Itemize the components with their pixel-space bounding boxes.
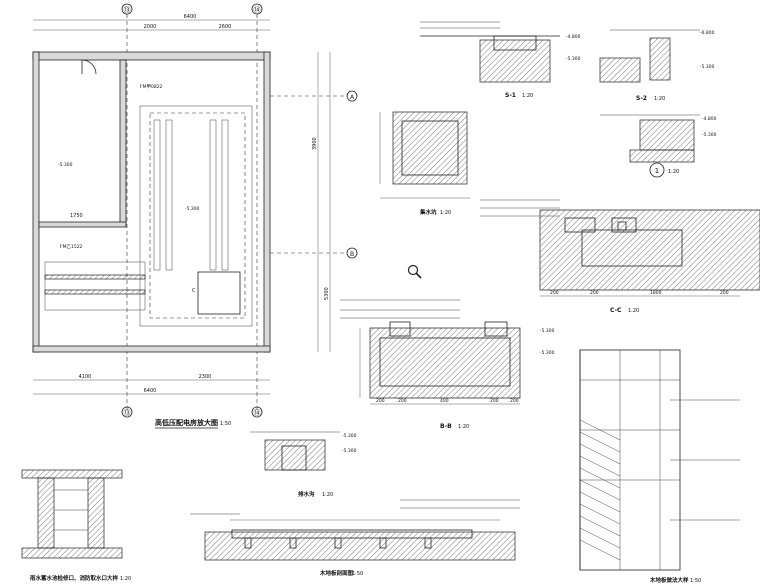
elev-label-1: -5.300 — [58, 162, 73, 168]
door-swing — [81, 59, 97, 75]
s1-label: S-1 — [505, 92, 516, 99]
cc-label: C-C — [610, 307, 622, 314]
dim-bottom-total: 6400 — [144, 388, 157, 394]
s2-scale: 1:20 — [654, 96, 665, 102]
elev-h: -5.300 — [540, 350, 555, 356]
room-label-1: FM甲0822 — [140, 84, 163, 90]
dim-top-b: 2600 — [219, 24, 232, 30]
svg-text:B: B — [350, 251, 354, 258]
section-bb: 200 200 400 200 200 -5.300 -5.300 B-B 1:… — [340, 299, 555, 430]
svg-text:-5.300: -5.300 — [342, 433, 357, 439]
dim-bottom-b: 2300 — [199, 374, 212, 380]
cc-dim-3: 1800 — [650, 290, 662, 296]
svg-text:1: 1 — [655, 167, 659, 175]
wall-west — [32, 51, 40, 353]
equipment-zone — [149, 112, 246, 319]
dim-total-top: 6400 — [184, 14, 197, 20]
note-c: C — [192, 288, 196, 294]
room-label-2: FM乙1522 — [60, 243, 83, 250]
elev-c: -6.800 — [700, 30, 715, 36]
bb-scale: 1:20 — [458, 424, 469, 430]
axis-bubble-bottom-left: ⑬ — [121, 406, 133, 418]
sump-scale: 1:20 — [440, 210, 451, 216]
s2-label: S-2 — [636, 95, 647, 102]
svg-text:400: 400 — [440, 398, 449, 404]
axis-bubble-top-left: ⑬ — [121, 3, 133, 15]
trench-hatch-strips — [44, 274, 146, 295]
svg-text:⑬: ⑬ — [124, 6, 131, 14]
right-title: 木地板做法大样 — [649, 576, 689, 584]
pit-label: 排水沟 — [298, 490, 315, 498]
section-cc: 200 200 1800 200 C-C 1:20 — [480, 199, 760, 314]
svg-text:200: 200 — [510, 398, 519, 404]
svg-text:200: 200 — [398, 398, 407, 404]
svg-text:200: 200 — [376, 398, 385, 404]
elev-f: -5.300 — [702, 132, 717, 138]
search-icon[interactable] — [407, 264, 422, 279]
cc-dim-1: 200 — [550, 290, 559, 296]
s1-scale: 1:20 — [522, 93, 533, 99]
plan-title: 高低压配电房放大图 — [155, 418, 218, 427]
joists — [244, 537, 432, 549]
partition-wall-h — [38, 221, 127, 228]
detail-bubble — [649, 162, 665, 178]
svg-text:A: A — [350, 94, 355, 101]
dim-bottom-a: 4100 — [79, 374, 92, 380]
svg-text:⑭: ⑭ — [254, 6, 261, 14]
mid-scale: 1:50 — [352, 571, 363, 577]
wall-east — [263, 51, 271, 353]
sump-pit-detail: 集水坑 1:20 — [379, 111, 470, 216]
dim-right-total: 5300 — [324, 287, 330, 300]
axis-bubble-b: B — [346, 247, 358, 259]
dim-1750: 1750 — [70, 213, 83, 219]
cabinet-row-right — [209, 119, 229, 271]
elev-e: -4.800 — [702, 116, 717, 122]
wood-floor-section: 木地板剖面图 1:50 — [190, 499, 520, 577]
inspection-opening-detail: 雨水蓄水池检修口、消防取水口大样 1:20 — [21, 469, 131, 582]
cable-trench-area — [44, 261, 146, 311]
plan-scale: 1:50 — [220, 421, 231, 427]
transformer-box — [197, 271, 241, 315]
section-s1: -4.800 -5.300 S-1 1:20 — [420, 21, 581, 99]
svg-text:⑬: ⑬ — [124, 409, 131, 417]
pit-scale: 1:20 — [322, 492, 333, 498]
axis-bubble-bottom-right: ⑭ — [251, 406, 263, 418]
right-scale: 1:50 — [690, 578, 701, 584]
cabinet-row-left — [153, 119, 173, 271]
elev-g: -5.300 — [540, 328, 555, 334]
wall-south — [32, 345, 271, 353]
wood-floor-plan-detail: 木地板做法大样 1:50 — [579, 349, 740, 584]
elev-d: -5.300 — [700, 64, 715, 70]
bottom-left-title: 雨水蓄水池检修口、消防取水口大样 — [30, 574, 119, 582]
axis-bubble-top-right: ⑭ — [251, 3, 263, 15]
detail-bubble-scale: 1:20 — [668, 169, 679, 175]
sump-label: 集水坑 — [419, 208, 437, 216]
dim-right: 3900 — [312, 137, 318, 150]
partition-wall — [119, 59, 127, 226]
svg-text:200: 200 — [490, 398, 499, 404]
section-s2: -6.800 -5.300 S-2 1:20 -4.800 -5.300 1 1… — [599, 29, 717, 178]
trench-outline — [139, 105, 253, 327]
elev-a: -4.800 — [566, 34, 581, 40]
dim-top-a: 2000 — [144, 24, 157, 30]
elev-b: -5.300 — [566, 56, 581, 62]
axis-bubble-a: A — [346, 90, 358, 102]
elev-label-2: -5.300 — [185, 206, 200, 212]
drain-pit-detail: -5.300 -5.300 排水沟 1:20 — [250, 431, 357, 498]
wall-north — [32, 51, 271, 61]
floor-plan: ⑬ ⑭ 6400 2000 2600 FM甲0822 FM乙1522 -5.3 — [32, 3, 358, 429]
bb-label: B-B — [440, 423, 452, 430]
cc-dim-2: 200 — [590, 290, 599, 296]
cc-scale: 1:20 — [628, 308, 639, 314]
mid-title: 木地板剖面图 — [319, 569, 354, 577]
svg-text:⑭: ⑭ — [254, 409, 261, 417]
svg-text:-5.300: -5.300 — [342, 448, 357, 454]
bottom-left-scale: 1:20 — [120, 576, 131, 582]
cc-dim-4: 200 — [720, 290, 729, 296]
floor-boards — [579, 419, 621, 561]
top-dimension: 6400 2000 2600 — [33, 14, 270, 31]
